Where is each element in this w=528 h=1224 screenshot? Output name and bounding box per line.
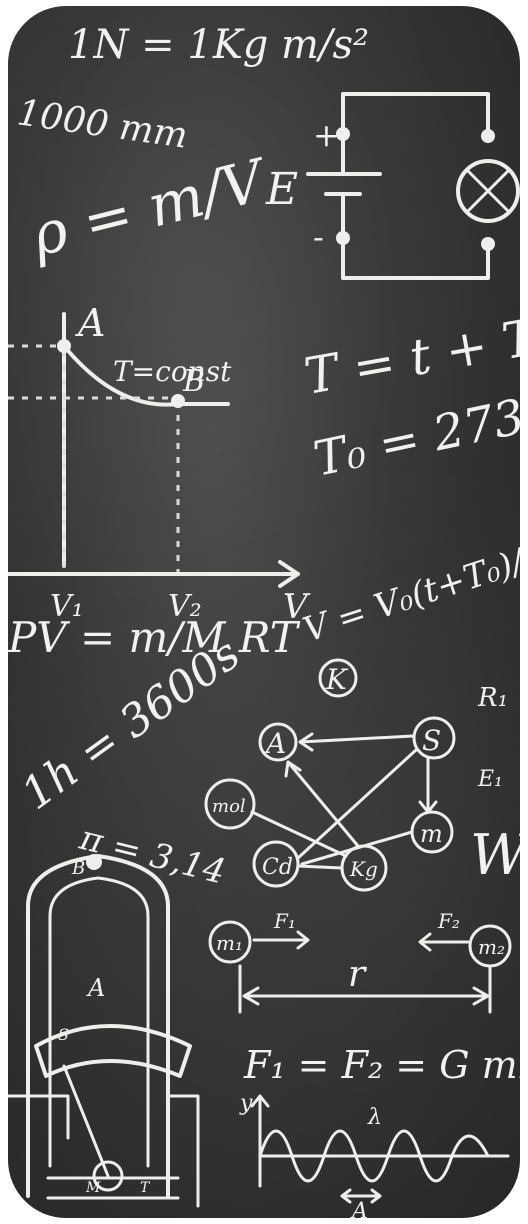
node-m: m [420, 820, 443, 848]
m2-label: m₂ [478, 935, 505, 959]
gauge-t: T [140, 1180, 151, 1196]
circuit-e: E [265, 164, 298, 215]
node-mol: mol [212, 796, 246, 817]
f2-label: F₂ [437, 909, 460, 933]
circuit-minus: - [313, 218, 324, 256]
t0-formula: T₀ = 273 [309, 389, 520, 488]
node-kg: Kg [349, 857, 378, 881]
wave-a: A [350, 1199, 368, 1218]
wave-y: y [239, 1091, 253, 1116]
circuit-plus: + [313, 116, 340, 154]
chalk-drawings: 1N = 1Kg m/s² 1000 mm ρ = m/V + E - A T=… [8, 22, 520, 1218]
gauge-apparatus: B A S M T [8, 854, 200, 1208]
w-text: W [470, 823, 520, 888]
pv-graph: A T=const B V₁ V₂ V [8, 301, 311, 627]
temp-sum-formula: T = t + T₀ [300, 305, 520, 406]
chalkboard-image: 1N = 1Kg m/s² 1000 mm ρ = m/V + E - A T=… [8, 6, 520, 1218]
v2-label: V₂ [168, 589, 202, 624]
e1-text: E₁ [477, 767, 503, 792]
volume-formula: V = V₀(t+T₀)/T₀ = V₀ [298, 503, 520, 651]
r1-text: R₁ [477, 683, 508, 713]
v1-label: V₁ [50, 589, 84, 624]
node-cd: Cd [262, 855, 293, 880]
wave-lambda: λ [367, 1105, 382, 1130]
gauge-a: A [86, 974, 105, 1002]
r-label: r [348, 954, 367, 995]
si-units-diagram: K A S mol m Cd Kg [204, 658, 456, 892]
isotherm-label: T=const [113, 355, 232, 388]
node-a: A [263, 727, 286, 760]
gauge-m: M [85, 1180, 101, 1196]
gauge-b: B [71, 858, 85, 879]
newton-unit-text: 1N = 1Kg m/s² [68, 22, 369, 68]
circuit-diagram: + E - [265, 92, 520, 280]
m1-label: m₁ [216, 931, 243, 955]
node-k: K [325, 663, 349, 696]
mm-text: 1000 mm [15, 92, 190, 156]
node-s: S [422, 724, 441, 757]
f1-label: F₁ [273, 909, 296, 933]
density-formula: ρ = m/V [24, 145, 275, 270]
v-axis-label: V [283, 587, 311, 627]
point-a: A [75, 301, 105, 345]
point-b: B [182, 364, 205, 399]
ideal-gas-formula: PV = m/M RT [8, 613, 301, 662]
gauge-s: S [58, 1025, 69, 1044]
wave-diagram: y λ A [239, 1091, 510, 1218]
